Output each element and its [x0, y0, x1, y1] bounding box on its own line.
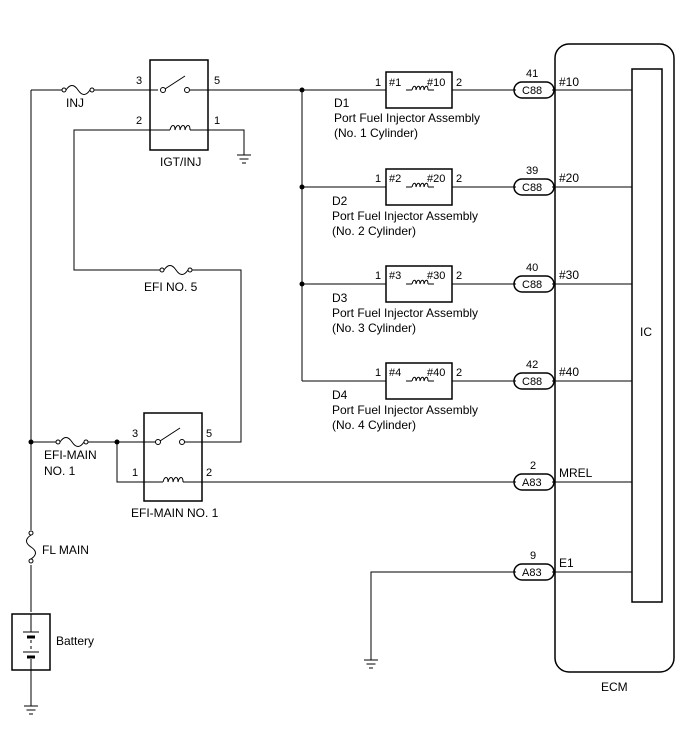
ic-box: [631, 68, 663, 603]
connector-c88-39-label: C88: [522, 182, 542, 194]
injector-d1-tag-out: #10: [427, 77, 445, 89]
injector-d1: [302, 71, 632, 109]
battery-label: Battery: [56, 634, 94, 648]
efi-main-relay-box: [143, 412, 203, 502]
connector-c88-42: [513, 372, 555, 390]
connector-a83-2-label: A83: [522, 477, 542, 489]
connector-c88-41-pin: 41: [526, 68, 538, 80]
connector-c88-40-pin: 40: [526, 262, 538, 274]
ecm-signal-e1: E1: [559, 556, 574, 570]
efi-main-pin1: 1: [132, 467, 138, 479]
injector-d2-title: Port Fuel Injector Assembly: [332, 209, 478, 223]
injector-d3-pin-in: 1: [375, 270, 381, 282]
igt-inj-pin1: 1: [214, 115, 220, 127]
injector-d2: [302, 168, 632, 206]
injector-d3-tag-in: #3: [389, 270, 401, 282]
efi-no5-fuse: [159, 265, 193, 275]
injector-d2-tag-out: #20: [427, 173, 445, 185]
ic-label: IC: [640, 325, 652, 339]
connector-a83-9-pin: 9: [530, 550, 536, 562]
inj-fuse-label: INJ: [66, 96, 84, 110]
inj-fuse: [61, 85, 95, 95]
injector-d4-ref: D4: [332, 388, 348, 402]
injector-d4: [302, 362, 632, 400]
injector-d1-pin-out: 2: [456, 77, 462, 89]
connector-c88-39: [513, 178, 555, 196]
injector-d4-title: Port Fuel Injector Assembly: [332, 403, 478, 417]
ecm-label: ECM: [601, 680, 628, 694]
injector-d1-pin-in: 1: [375, 77, 381, 89]
ground-icon: [237, 154, 251, 164]
wire: [192, 269, 242, 443]
fl-main-fuse-label: FL MAIN: [42, 543, 89, 557]
connector-a83-9-label: A83: [522, 567, 542, 579]
connector-c88-42-label: C88: [522, 376, 542, 388]
wire: [370, 571, 516, 660]
efi-main-pin3: 3: [132, 428, 138, 440]
igt-inj-pin3: 3: [136, 75, 142, 87]
injector-d1-tag-in: #1: [389, 77, 401, 89]
efi-main-relay-label: EFI-MAIN NO. 1: [131, 506, 219, 520]
injector-d4-pin-in: 1: [375, 367, 381, 379]
efi-main-pin2: 2: [206, 467, 212, 479]
efi-main-fuse: [55, 437, 89, 447]
connector-c88-40: [513, 275, 555, 293]
ground-icon: [24, 705, 38, 715]
injector-d2-cyl: (No. 2 Cylinder): [332, 224, 416, 238]
ground-icon: [364, 659, 378, 669]
ecm-signal-10: #10: [559, 75, 579, 89]
injector-d3-title: Port Fuel Injector Assembly: [332, 306, 478, 320]
wire: [208, 129, 245, 155]
efi-main-fuse-label-1: EFI-MAIN: [44, 448, 97, 462]
igt-inj-pin5: 5: [214, 75, 220, 87]
ecm-signal-40: #40: [559, 365, 579, 379]
connector-c88-41-label: C88: [522, 85, 542, 97]
injector-d1-title: Port Fuel Injector Assembly: [334, 111, 480, 125]
injector-d2-pin-out: 2: [456, 173, 462, 185]
igt-inj-coil: [150, 125, 208, 131]
igt-inj-pin2: 2: [136, 115, 142, 127]
injector-d1-cyl: (No. 1 Cylinder): [334, 126, 418, 140]
battery-icon: [23, 614, 39, 670]
injector-d3-ref: D3: [332, 291, 348, 305]
ecm-signal-30: #30: [559, 268, 579, 282]
connector-c88-41: [513, 81, 555, 99]
injector-d4-cyl: (No. 4 Cylinder): [332, 418, 416, 432]
efi-main-pin5: 5: [206, 428, 212, 440]
igt-inj-switch: [160, 75, 190, 93]
injector-d2-ref: D2: [332, 194, 348, 208]
efi-main-fuse-label-2: NO. 1: [44, 464, 76, 478]
ecm-signal-mrel: MREL: [559, 466, 593, 480]
connector-a83-2-pin: 2: [530, 460, 536, 472]
injector-d4-pin-out: 2: [456, 367, 462, 379]
igt-inj-relay-label: IGT/INJ: [160, 155, 201, 169]
injector-d1-ref: D1: [334, 96, 350, 110]
injector-d3-cyl: (No. 3 Cylinder): [332, 321, 416, 335]
efi-main-coil: [144, 477, 202, 483]
connector-c88-40-label: C88: [522, 279, 542, 291]
connector-c88-42-pin: 42: [526, 359, 538, 371]
injector-d3-pin-out: 2: [456, 270, 462, 282]
injector-d4-tag-out: #40: [427, 367, 445, 379]
injector-d2-tag-in: #2: [389, 173, 401, 185]
injector-d3: [302, 265, 632, 303]
injector-d3-tag-out: #30: [427, 270, 445, 282]
injector-d4-tag-in: #4: [389, 367, 401, 379]
ecm-box: [554, 43, 675, 673]
efi-no5-fuse-label: EFI NO. 5: [144, 280, 198, 294]
igt-inj-relay-box: [149, 59, 209, 151]
ecm-signal-20: #20: [559, 171, 579, 185]
efi-main-switch: [155, 427, 185, 445]
fl-main-fuse: [26, 530, 36, 564]
connector-c88-39-pin: 39: [526, 165, 538, 177]
injector-d2-pin-in: 1: [375, 173, 381, 185]
wire: [116, 442, 144, 483]
wire: [73, 129, 160, 271]
